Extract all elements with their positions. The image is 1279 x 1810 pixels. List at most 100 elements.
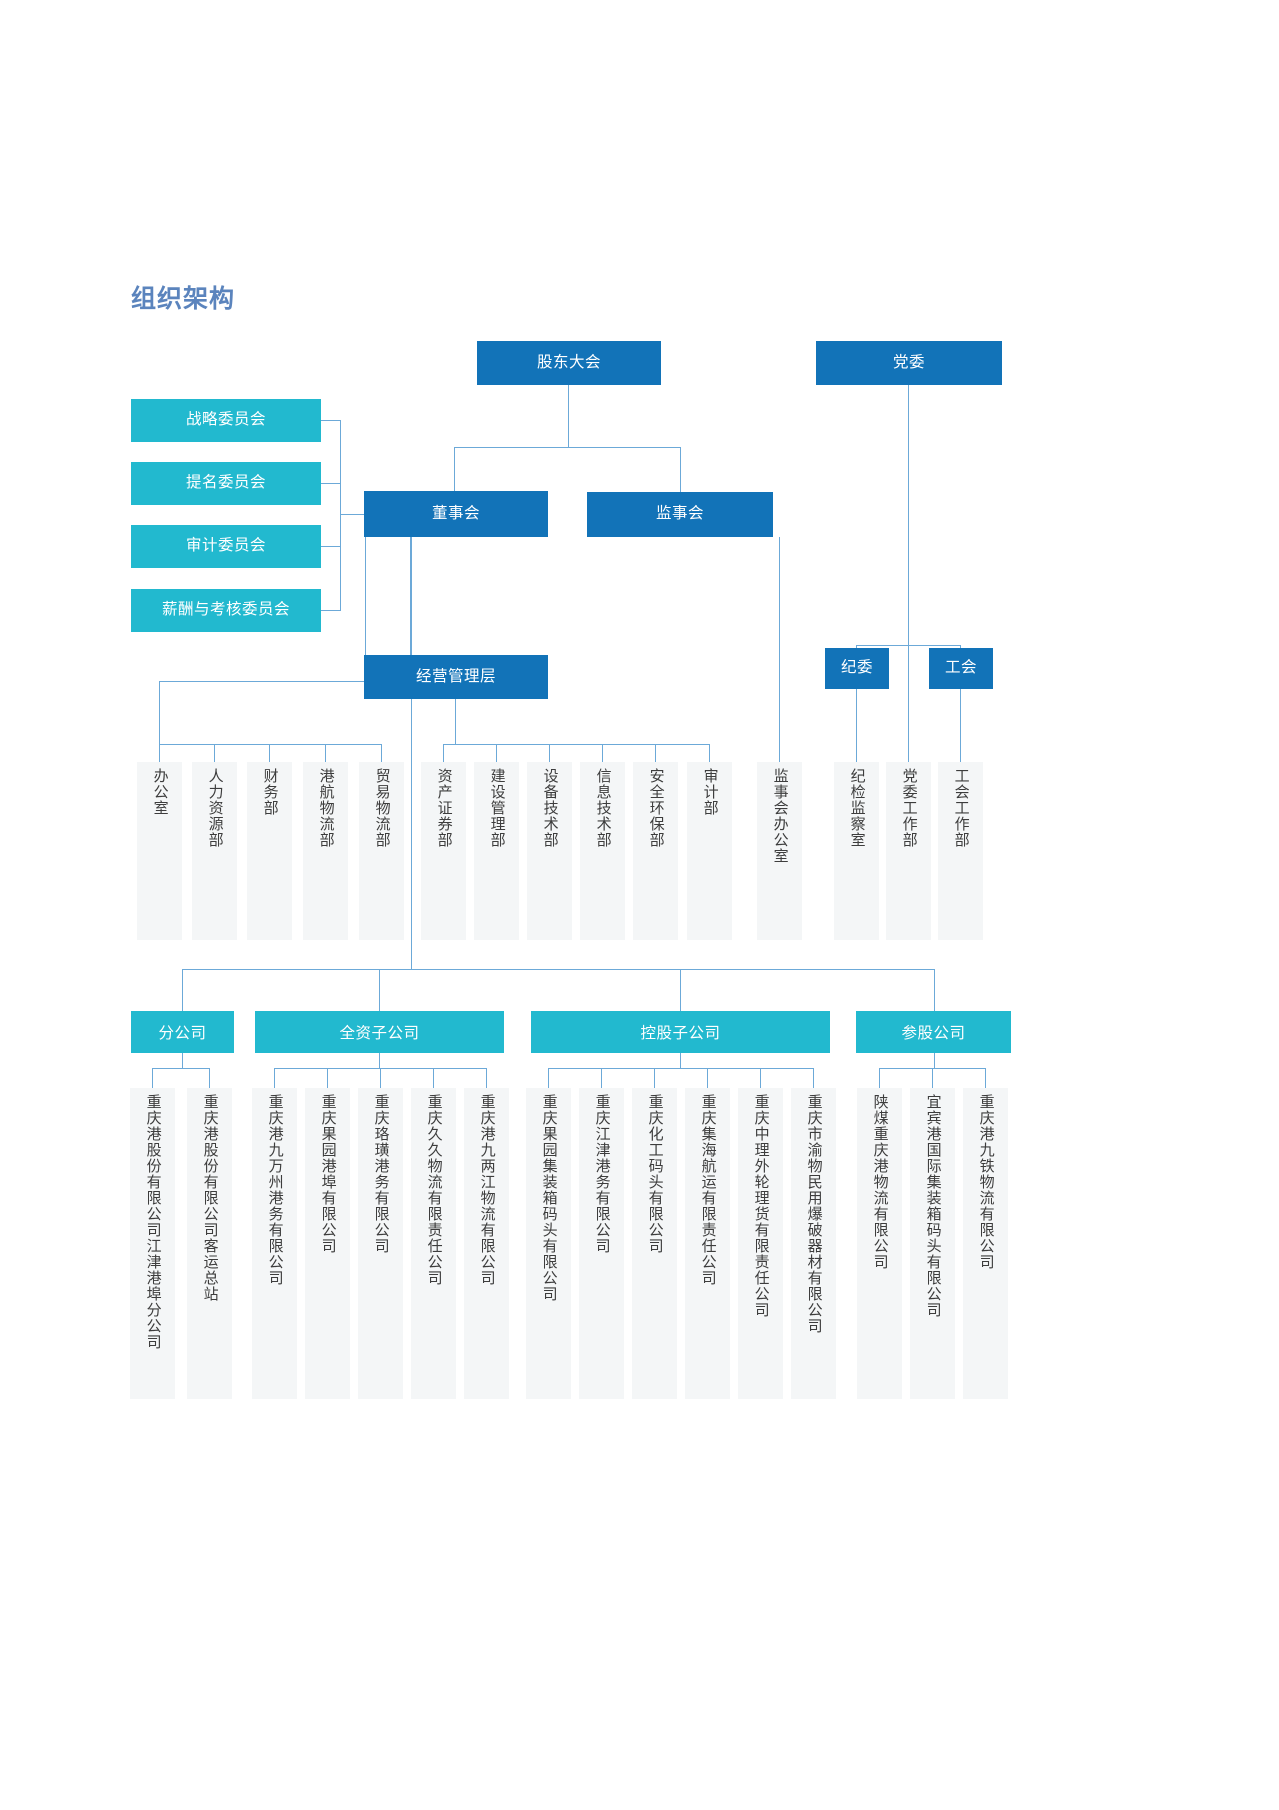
line-committee-4	[321, 610, 341, 611]
line-directors-to-subsidiaries	[411, 537, 412, 969]
dept-label-union-work: 工会工作部	[952, 768, 970, 848]
line-union-down	[960, 689, 961, 762]
company-chip-g1-c2[interactable]: 重庆港股份有限公司客运总站	[187, 1088, 232, 1399]
company-chip-g2-c3[interactable]: 重庆珞璜港务有限公司	[358, 1088, 403, 1399]
line-g2-c2	[327, 1068, 328, 1088]
group-bar-equity-participation[interactable]: 参股公司	[856, 1011, 1011, 1053]
company-label-g1-c2: 重庆港股份有限公司客运总站	[201, 1094, 219, 1302]
line-g3-drop	[680, 1053, 681, 1069]
dept-chip-party-work[interactable]: 党委工作部	[886, 762, 931, 940]
dept-chip-discipline-inspection[interactable]: 纪检监察室	[834, 762, 879, 940]
node-party-committee[interactable]: 党委	[816, 341, 1002, 385]
group-bar-holding-subsidiaries[interactable]: 控股子公司	[531, 1011, 830, 1053]
line-g3-c5	[760, 1068, 761, 1088]
company-chip-g2-c5[interactable]: 重庆港九两江物流有限公司	[464, 1088, 509, 1399]
company-chip-g3-c1[interactable]: 重庆果园集装箱码头有限公司	[526, 1088, 571, 1399]
dept-label-it: 信息技术部	[594, 768, 612, 848]
line-g4-c1	[879, 1068, 880, 1088]
company-chip-g2-c1[interactable]: 重庆港九万州港务有限公司	[252, 1088, 297, 1399]
node-committee-audit[interactable]: 审计委员会	[131, 525, 321, 568]
dept-label-equipment: 设备技术部	[541, 768, 559, 848]
line-committee-to-board	[340, 514, 364, 515]
line-g1-drop	[182, 1053, 183, 1069]
company-label-g2-c4: 重庆久久物流有限责任公司	[425, 1094, 443, 1286]
company-chip-g4-c1[interactable]: 陕煤重庆港物流有限公司	[857, 1088, 902, 1399]
line-committee-3	[321, 546, 341, 547]
company-chip-g3-c5[interactable]: 重庆中理外轮理货有限责任公司	[738, 1088, 783, 1399]
company-chip-g3-c3[interactable]: 重庆化工码头有限公司	[632, 1088, 677, 1399]
dept-chip-union-work[interactable]: 工会工作部	[938, 762, 983, 940]
dept-chip-it[interactable]: 信息技术部	[580, 762, 625, 940]
dept-chip-safety-env[interactable]: 安全环保部	[633, 762, 678, 940]
company-chip-g3-c6[interactable]: 重庆市渝物民用爆破器材有限公司	[791, 1088, 836, 1399]
line-shareholders-down	[568, 384, 569, 447]
line-bus-directors-supervisors	[454, 447, 680, 448]
dept-chip-asset-securities[interactable]: 资产证券部	[421, 762, 466, 940]
line-g1-bus	[152, 1068, 209, 1069]
dept-label-supervisors-office: 监事会办公室	[771, 768, 789, 864]
dept-label-safety-env: 安全环保部	[647, 768, 665, 848]
node-committee-compensation[interactable]: 薪酬与考核委员会	[131, 589, 321, 632]
line-discipline-down	[856, 689, 857, 762]
line-g3-c1	[548, 1068, 549, 1088]
dept-chip-port-logistics[interactable]: 港航物流部	[303, 762, 348, 940]
company-label-g3-c5: 重庆中理外轮理货有限责任公司	[752, 1094, 770, 1318]
line-deptA-left	[159, 681, 366, 682]
company-label-g4-c2: 宜宾港国际集装箱码头有限公司	[924, 1094, 942, 1318]
company-label-g3-c3: 重庆化工码头有限公司	[646, 1094, 664, 1254]
dept-chip-construction[interactable]: 建设管理部	[474, 762, 519, 940]
company-chip-g2-c4[interactable]: 重庆久久物流有限责任公司	[411, 1088, 456, 1399]
node-labor-union[interactable]: 工会	[929, 648, 993, 689]
group-bar-wholly-owned[interactable]: 全资子公司	[255, 1011, 504, 1053]
company-chip-g3-c4[interactable]: 重庆集海航运有限责任公司	[685, 1088, 730, 1399]
node-committee-nomination[interactable]: 提名委员会	[131, 462, 321, 505]
line-g3-c4	[707, 1068, 708, 1088]
line-sub-group-2	[379, 969, 380, 1011]
line-management-down	[455, 699, 456, 744]
dept-chip-office[interactable]: 办公室	[137, 762, 182, 940]
line-deptB-bus	[443, 744, 709, 745]
company-label-g3-c1: 重庆果园集装箱码头有限公司	[540, 1094, 558, 1302]
company-label-g2-c5: 重庆港九两江物流有限公司	[478, 1094, 496, 1286]
dept-chip-finance[interactable]: 财务部	[247, 762, 292, 940]
line-directors-to-management	[410, 537, 411, 656]
dept-chip-trade-logistics[interactable]: 贸易物流部	[359, 762, 404, 940]
page-title: 组织架构	[131, 285, 236, 313]
group-bar-branch-companies[interactable]: 分公司	[131, 1011, 234, 1053]
line-deptB-1	[443, 744, 444, 762]
company-chip-g4-c2[interactable]: 宜宾港国际集装箱码头有限公司	[910, 1088, 955, 1399]
company-chip-g1-c1[interactable]: 重庆港股份有限公司江津港埠分公司	[130, 1088, 175, 1399]
line-sub-group-4	[934, 969, 935, 1011]
line-deptA-bus	[159, 744, 381, 745]
line-to-supervisors	[680, 447, 681, 492]
line-g1-c2	[209, 1068, 210, 1088]
node-discipline-committee[interactable]: 纪委	[825, 648, 889, 689]
dept-label-finance: 财务部	[261, 768, 279, 816]
node-board-of-supervisors[interactable]: 监事会	[587, 492, 773, 537]
line-deptA-drop	[365, 537, 366, 681]
line-party-down	[908, 384, 909, 645]
line-deptA-3	[269, 744, 270, 762]
company-label-g3-c6: 重庆市渝物民用爆破器材有限公司	[805, 1094, 823, 1334]
dept-chip-audit[interactable]: 审计部	[687, 762, 732, 940]
node-shareholders-meeting[interactable]: 股东大会	[477, 341, 661, 385]
line-deptB-4	[602, 744, 603, 762]
line-deptB-2	[496, 744, 497, 762]
company-label-g2-c1: 重庆港九万州港务有限公司	[266, 1094, 284, 1286]
dept-label-office: 办公室	[151, 768, 169, 816]
dept-chip-hr[interactable]: 人力资源部	[192, 762, 237, 940]
line-g1-c1	[152, 1068, 153, 1088]
line-committee-2	[321, 483, 341, 484]
dept-chip-supervisors-office[interactable]: 监事会办公室	[757, 762, 802, 940]
dept-chip-equipment[interactable]: 设备技术部	[527, 762, 572, 940]
node-committee-strategy[interactable]: 战略委员会	[131, 399, 321, 442]
line-g3-c3	[654, 1068, 655, 1088]
dept-label-hr: 人力资源部	[206, 768, 224, 848]
company-chip-g4-c3[interactable]: 重庆港九铁物流有限公司	[963, 1088, 1008, 1399]
line-g2-c4	[433, 1068, 434, 1088]
company-chip-g2-c2[interactable]: 重庆果园港埠有限公司	[305, 1088, 350, 1399]
company-label-g2-c3: 重庆珞璜港务有限公司	[372, 1094, 390, 1254]
node-board-of-directors[interactable]: 董事会	[364, 491, 548, 537]
company-chip-g3-c2[interactable]: 重庆江津港务有限公司	[579, 1088, 624, 1399]
node-management[interactable]: 经营管理层	[364, 655, 548, 699]
